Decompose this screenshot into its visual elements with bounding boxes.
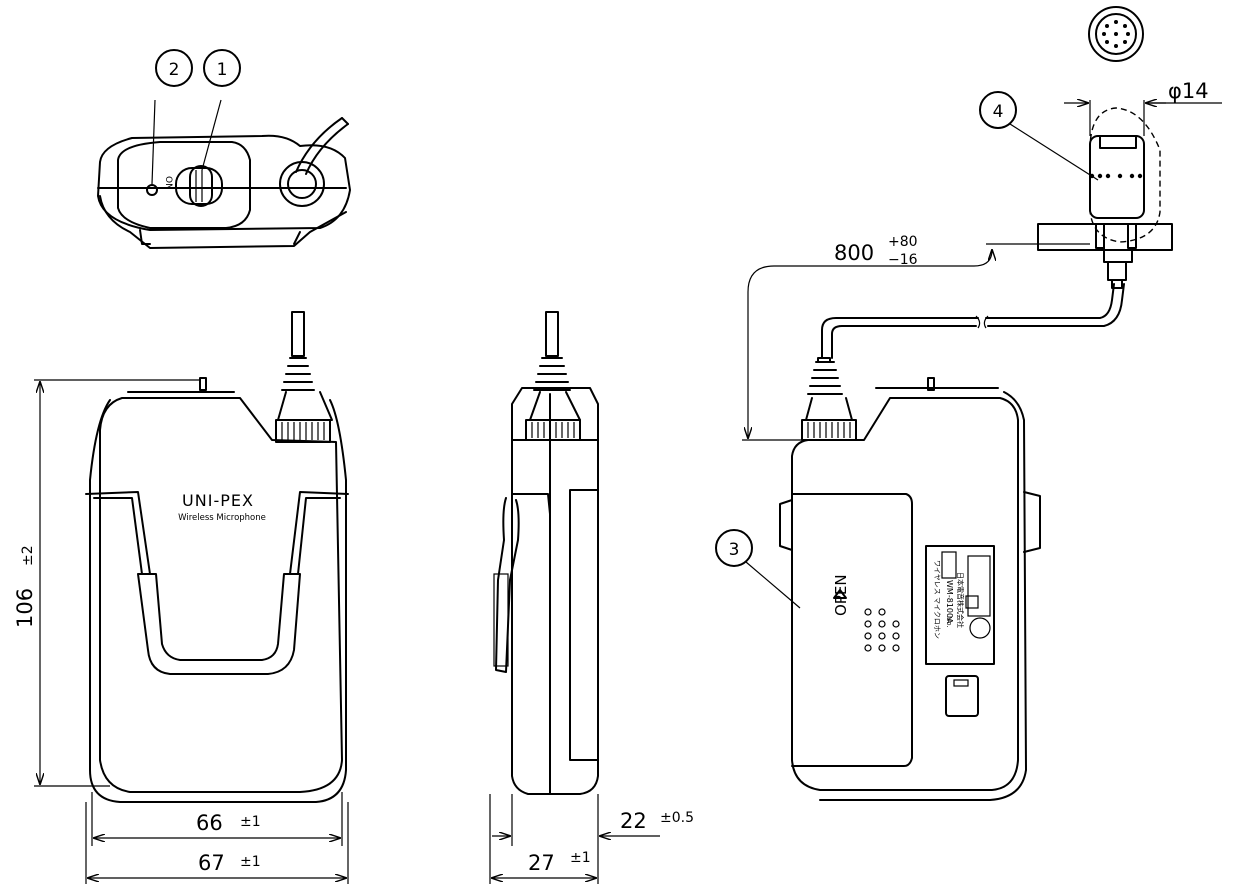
label-no: No. <box>945 616 953 628</box>
speaker-holes <box>864 608 900 652</box>
callout-4 <box>979 91 1017 129</box>
microphone-detail: φ14 4 <box>979 6 1222 289</box>
brand-subtitle: Wireless Microphone <box>178 513 266 523</box>
label-model: WM-8100A <box>945 580 954 624</box>
dim-width-outer-value: 67 <box>198 851 225 875</box>
callout-2-label: 2 <box>169 60 180 80</box>
label-maker: 日本電音株式会社 <box>956 572 965 628</box>
rear-open-label: OPEN <box>832 574 850 616</box>
top-view: ON 2 1 <box>97 49 351 249</box>
side-view: 27 ±1 22 ±0.5 <box>489 311 694 884</box>
callout-1 <box>203 49 241 87</box>
dim-cable-tol-plus: +80 <box>888 234 918 250</box>
mic-grille-holes <box>1102 20 1130 48</box>
dim-mic-diameter: φ14 <box>1168 79 1209 103</box>
dim-depth-body-tol: ±0.5 <box>660 810 694 826</box>
rear-view: OPEN ワイヤレス マイクロホン WM-8100A No. 日本電音株式会社 … <box>715 234 1125 801</box>
dim-depth-body-value: 22 <box>620 809 647 833</box>
brand-name: UNI-PEX <box>182 491 254 510</box>
callout-3-label: 3 <box>729 540 740 560</box>
dim-width-inner-tol: ±1 <box>240 814 261 830</box>
dim-depth-outer-tol: ±1 <box>570 850 591 866</box>
dim-height-value: 106 <box>13 588 37 628</box>
callout-2 <box>155 49 193 87</box>
mic-vent-holes <box>1089 173 1143 179</box>
front-view: UNI-PEX Wireless Microphone 106 ±2 66 ±1… <box>13 311 349 884</box>
dim-cable-tol-minus: −16 <box>888 252 918 268</box>
dim-depth-outer-value: 27 <box>528 851 555 875</box>
dim-cable-value: 800 <box>834 241 874 265</box>
dim-width-inner-value: 66 <box>196 811 223 835</box>
switch-on-label: ON <box>163 176 173 190</box>
callout-4-label: 4 <box>993 102 1004 122</box>
dim-height-tol: ±2 <box>20 545 36 566</box>
label-product: ワイヤレス マイクロホン <box>933 560 941 639</box>
rating-label-plate: ワイヤレス マイクロホン WM-8100A No. 日本電音株式会社 <box>925 545 995 665</box>
callout-3 <box>715 529 753 567</box>
callout-1-label: 1 <box>217 60 228 80</box>
dim-width-outer-tol: ±1 <box>240 854 261 870</box>
